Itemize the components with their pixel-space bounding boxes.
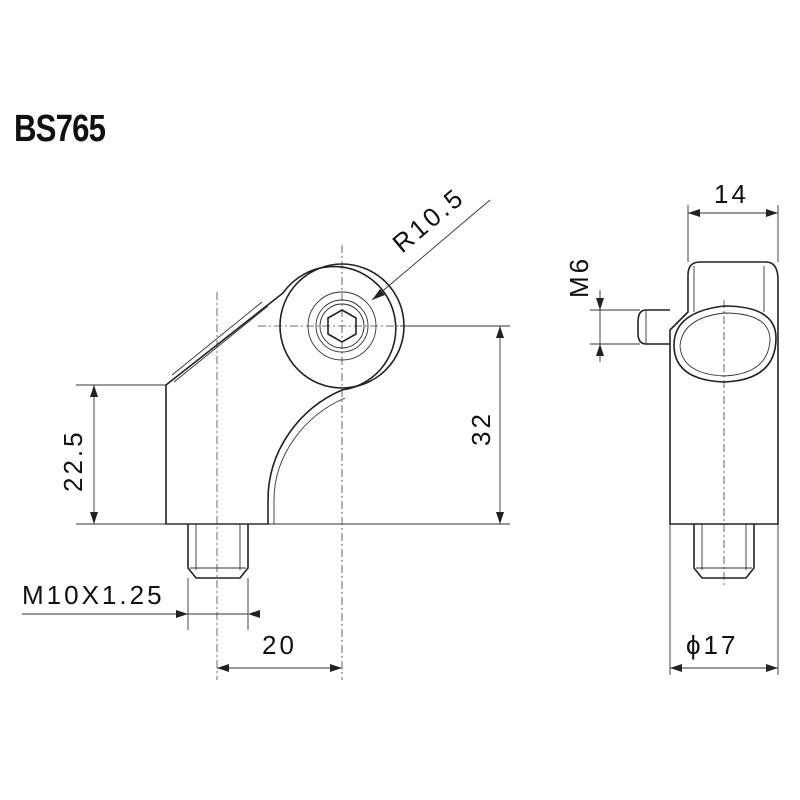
- arrowhead: [330, 664, 342, 672]
- arrowhead: [90, 512, 98, 524]
- arrowhead: [496, 512, 504, 524]
- side-threaded-stud: [693, 524, 755, 579]
- arrowhead: [176, 610, 188, 618]
- arrowhead: [766, 664, 778, 672]
- arrowhead: [217, 664, 229, 672]
- arrowhead: [372, 289, 385, 300]
- dim-thread-main-label: M10X1.25: [22, 580, 165, 610]
- threaded-stud: [187, 524, 249, 579]
- boss-bolt-head-inner: [319, 303, 365, 349]
- arrowhead: [688, 209, 700, 217]
- arrowhead: [596, 344, 604, 356]
- arrowhead: [90, 385, 98, 397]
- dim-radius-label: R10.5: [387, 181, 471, 258]
- arrowhead: [670, 664, 682, 672]
- side-boss-face: [673, 305, 777, 383]
- dim-height-total-label: 32: [466, 411, 496, 446]
- arrowhead: [596, 298, 604, 310]
- boss-counterbore-circle: [307, 291, 377, 361]
- arrowhead: [766, 209, 778, 217]
- part-number-title: BS765: [14, 108, 106, 150]
- bracket-body-outline: [165, 265, 397, 525]
- dim-diameter-label: ϕ17: [686, 630, 738, 660]
- arrowhead: [248, 610, 260, 618]
- leader-r10-5: [371, 199, 491, 301]
- front-view: [22, 199, 510, 680]
- dim-offset-label: 20: [262, 630, 297, 660]
- side-view: [590, 205, 779, 675]
- hex-socket: [327, 309, 357, 343]
- chamfer-edge: [171, 301, 263, 376]
- dim-width-side-label: 14: [714, 179, 749, 209]
- side-body-outline: [669, 261, 779, 525]
- side-boss-inner: [679, 312, 771, 377]
- side-m6-pin: [637, 309, 670, 345]
- dim-height-left-label: 22.5: [58, 429, 88, 492]
- arrowhead: [496, 326, 504, 338]
- dim-thread-side-label: M6: [564, 256, 594, 298]
- body-fillet-edge: [273, 397, 346, 524]
- boss-bolt-head-circle: [315, 299, 369, 353]
- chamfer-edge-2: [173, 305, 269, 383]
